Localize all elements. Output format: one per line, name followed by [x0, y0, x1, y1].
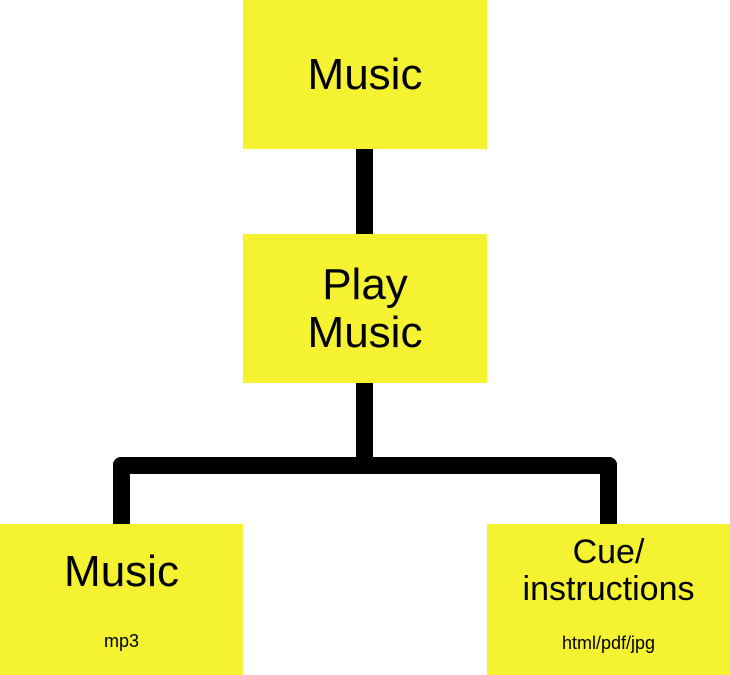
connector-to-music-leaf	[113, 457, 130, 524]
node-cue-leaf-format: html/pdf/jpg	[561, 633, 656, 653]
node-cue-leaf: Cue/ instructions html/pdf/jpg	[487, 524, 730, 675]
node-play-music: Play Music	[243, 234, 487, 383]
connector-horizontal-branch	[113, 457, 617, 474]
connector-to-cue-leaf	[600, 457, 617, 524]
node-music-root: Music	[243, 0, 487, 149]
node-music-leaf-label: Music	[64, 547, 179, 596]
node-music-leaf-format: mp3	[103, 631, 139, 651]
connector-play-down	[356, 383, 373, 463]
node-play-music-label: Play Music	[307, 259, 423, 357]
node-cue-leaf-label: Cue/ instructions	[522, 533, 695, 608]
node-music-root-label: Music	[307, 49, 423, 99]
connector-root-to-play	[356, 149, 373, 234]
node-music-leaf: Music mp3	[0, 524, 243, 675]
